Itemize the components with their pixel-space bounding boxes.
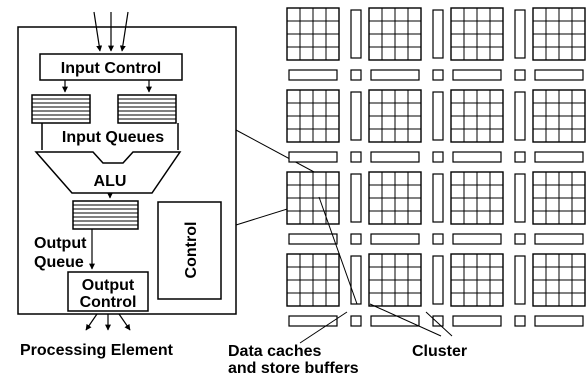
alu-label: ALU: [94, 173, 127, 190]
cache-buffer-horizontal: [370, 69, 420, 81]
cache-junction: [514, 233, 526, 245]
cache-buffer-vertical: [432, 9, 444, 59]
cache-buffer-vertical: [432, 255, 444, 305]
cache-junction: [350, 315, 362, 327]
cache-junction: [432, 233, 444, 245]
cache-buffer-vertical: [514, 255, 526, 305]
cache-junction: [514, 151, 526, 163]
output-control-box: [67, 271, 149, 312]
input-queue-right: [117, 94, 177, 124]
cache-buffer-vertical: [514, 9, 526, 59]
cache-buffer-horizontal: [370, 233, 420, 245]
alu-shape: [34, 151, 182, 194]
cache-buffer-vertical: [514, 91, 526, 141]
cache-buffer-horizontal: [534, 151, 584, 163]
cache-buffer-vertical: [350, 9, 362, 59]
cache-buffer-horizontal: [534, 315, 584, 327]
cache-junction: [514, 315, 526, 327]
cache-buffer-horizontal: [534, 69, 584, 81]
output-control-label-line1: Output: [82, 277, 135, 294]
cache-junction: [350, 233, 362, 245]
cache-buffer-horizontal: [370, 151, 420, 163]
cache-junction: [432, 151, 444, 163]
output-control-label-line2: Control: [80, 294, 137, 311]
cache-buffer-horizontal: [288, 233, 338, 245]
output-queue: [72, 200, 139, 230]
cache-buffer-horizontal: [452, 315, 502, 327]
control-label: Control: [183, 222, 200, 279]
output-queue-label-line2: Queue: [34, 254, 84, 271]
data-caches-caption-line2: and store buffers: [228, 360, 359, 377]
cache-buffer-horizontal: [452, 69, 502, 81]
cache-junction: [514, 69, 526, 81]
processing-element-caption: Processing Element: [20, 342, 174, 359]
cache-buffer-horizontal: [370, 315, 420, 327]
cache-junction: [350, 151, 362, 163]
input-control-box: [39, 53, 183, 81]
control-box: [157, 201, 222, 300]
cache-buffer-vertical: [350, 255, 362, 305]
cache-buffer-horizontal: [452, 151, 502, 163]
output-queue-label-line1: Output: [34, 235, 87, 252]
cache-junction: [432, 315, 444, 327]
cache-buffer-vertical: [432, 91, 444, 141]
cache-buffer-horizontal: [534, 233, 584, 245]
cache-junction: [432, 69, 444, 81]
cache-junction: [350, 69, 362, 81]
cluster-caption: Cluster: [412, 343, 467, 360]
cache-buffer-horizontal: [288, 69, 338, 81]
processor-grid: [286, 7, 586, 327]
callout-lines: [299, 196, 453, 344]
cache-buffer-vertical: [350, 91, 362, 141]
cache-buffer-vertical: [350, 173, 362, 223]
cache-buffer-vertical: [514, 173, 526, 223]
input-queue-left: [31, 94, 91, 124]
input-queues-label: Input Queues: [62, 129, 164, 146]
processing-element-detail: Input Control Input Queues ALU: [17, 11, 237, 331]
incoming-arrows: [93, 11, 129, 52]
cache-buffer-horizontal: [288, 315, 338, 327]
data-caches-caption-line1: Data caches: [228, 343, 321, 360]
input-control-label: Input Control: [61, 60, 161, 77]
outgoing-arrows: [85, 313, 131, 331]
cache-buffer-horizontal: [452, 233, 502, 245]
processing-element-frame: [17, 26, 237, 315]
cache-buffer-horizontal: [288, 151, 338, 163]
cache-buffer-vertical: [432, 173, 444, 223]
